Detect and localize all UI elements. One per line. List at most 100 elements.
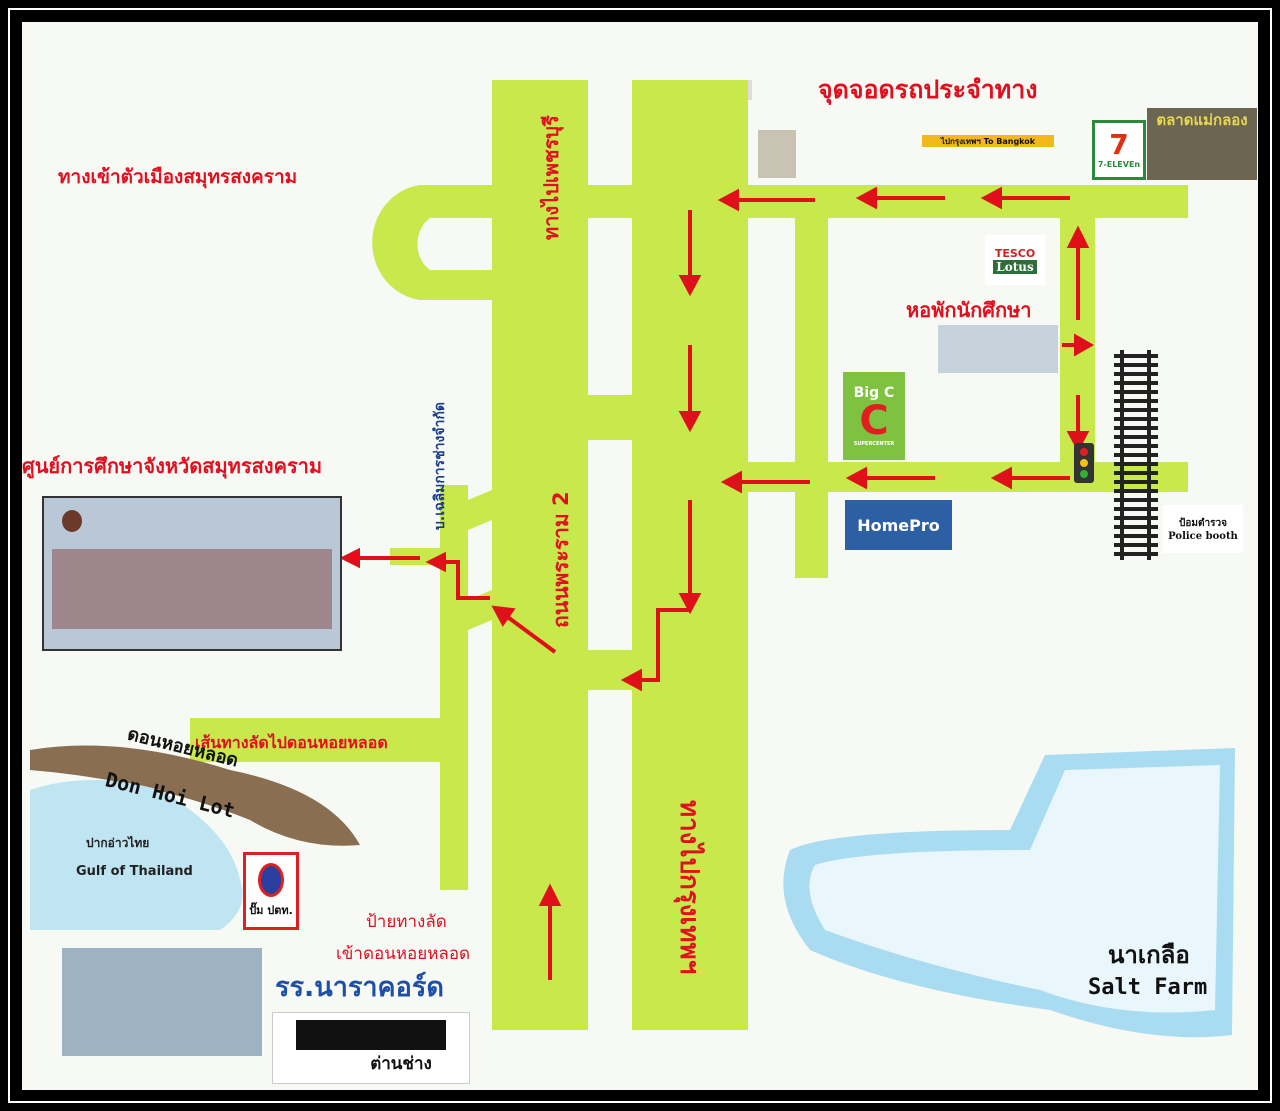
bigc-sub: SUPERCENTER [853,441,895,447]
emblem-icon [62,510,82,532]
railway-tie [1114,417,1158,421]
railway-tie [1114,381,1158,385]
to-bangkok-sign-text: ไปกรุงเทพฯ To Bangkok [940,136,1036,146]
railway-tie [1114,444,1158,448]
arrow-head [1074,333,1095,357]
shortcut-sign-2: เข้าดอนหอยหลอด [336,944,471,964]
railway-tie [1114,372,1158,376]
railway-icon [1114,350,1158,560]
arrow-head [620,668,642,692]
railway-tie [1114,480,1158,484]
salt-farm-pond [783,748,1235,1038]
direction-arrows [339,186,1095,980]
education-center-label: ศูนย์การศึกษาจังหวัดสมุทรสงคราม [22,454,323,478]
arrow-head [678,593,702,615]
ptt-logo: ปั๊ม ปตท. [243,852,299,930]
road-loop [372,185,492,300]
homepro-text: HomePro [857,515,940,535]
road-lower-horizontal [748,462,1188,492]
arrow-head [678,275,702,297]
bus-stop-label: จุดจอดรถประจำทาง [818,75,1038,104]
dormitory-label: หอพักนักศึกษา [906,298,1032,322]
dormitory-photo [938,325,1058,373]
railway-tie [1114,471,1158,475]
railway-tie [1114,552,1158,556]
shortcut-sign-1: ป้ายทางลัด [366,912,447,932]
road-uturn-2 [588,650,632,690]
railway-tie [1114,462,1158,466]
railway-tie [1114,363,1158,367]
police-th: ป้อมตำรวจ [1179,518,1227,529]
arrow-head [339,547,360,569]
ptt-flame-icon [258,863,284,897]
arrow-head [855,186,877,210]
railway-tie [1114,489,1158,493]
truck-icon [296,1019,446,1050]
railway-tie [1114,543,1158,547]
gulf-th: ปากอ่าวไทย [86,836,150,850]
homepro-logo: HomePro [845,500,952,550]
to-phetchaburi-label: ทางไปเพชรบุรี [539,115,563,240]
arrow-head [720,470,742,494]
road-frontage-left [440,485,468,890]
arrow [440,560,490,600]
gulf-en: Gulf of Thailand [76,864,193,879]
island-donhoilot [30,745,360,930]
railway-tie [1114,498,1158,502]
tesco-text: TESCO [994,246,1036,260]
railway-tie [1114,408,1158,412]
seven-eleven-logo: 7 7-ELEVEn [1092,120,1146,180]
arrow [503,613,557,654]
market-photo: ตลาดแม่กลอง [1147,108,1257,180]
road-shortcut [190,718,440,762]
lotus-text: Lotus [993,259,1037,274]
seven-eleven-text: 7-ELEVEn [1097,160,1141,169]
railway-tie [1114,525,1158,529]
railway-tie [1114,453,1158,457]
shortcut-road-label: เส้นทางลัดไปดอนหอยหลอด [195,733,388,752]
salt-farm-th: นาเกลือ [1108,941,1190,969]
arrow-head [990,466,1012,490]
arrow-head [678,411,702,433]
arrow-head [980,186,1002,210]
to-bangkok-label: ทางไปกรุงเทพฯ [674,800,704,975]
railway-tie [1114,354,1158,358]
roads [190,80,1188,1030]
city-entrance-label: ทางเข้าตัวเมืองสมุทรสงคราม [58,166,298,188]
railway-tie [1114,426,1158,430]
arrow-head [425,551,446,573]
ptt-text: ปั๊ม ปตท. [249,904,293,917]
railway-tie [1114,399,1158,403]
police-booth: ป้อมตำรวจ Police booth [1163,505,1243,553]
traffic-light-icon [1074,443,1094,483]
arrow-head [845,466,867,490]
road-uturn-1 [588,395,632,440]
railway-tie [1114,534,1158,538]
seven-icon: 7 [1109,128,1129,161]
arrow-head [717,188,739,212]
railway-tie [1114,435,1158,439]
arrow-head [491,605,516,627]
railway-tie [1114,516,1158,520]
arrow-head [1066,225,1090,248]
bigc-logo: Big C C SUPERCENTER [843,372,905,460]
checkpoint-sign: ต่านช่าง [272,1012,470,1084]
market-label: ตลาดแม่กลอง [1156,111,1248,129]
arrow-head [1066,431,1090,453]
arrow-head [538,883,562,906]
arrow [635,608,690,682]
railway-tie [1114,507,1158,511]
school-label: รร.นาราคอร์ด [275,972,444,1003]
school-photo [62,948,262,1056]
road-connector [468,490,492,530]
road-inner-west [795,218,828,578]
railway-tie [1114,390,1158,394]
tesco-lotus-logo: TESCO Lotus [985,235,1045,285]
road-rama2-west [492,80,588,1030]
company-label: บ.เฉลิมการช่างจำกัด [432,401,448,530]
salt-farm-en: Salt Farm [1088,975,1208,1000]
to-bangkok-sign: ไปกรุงเทพฯ To Bangkok [922,135,1054,147]
bigc-text: Big C [853,385,895,401]
police-en: Police booth [1168,531,1238,542]
